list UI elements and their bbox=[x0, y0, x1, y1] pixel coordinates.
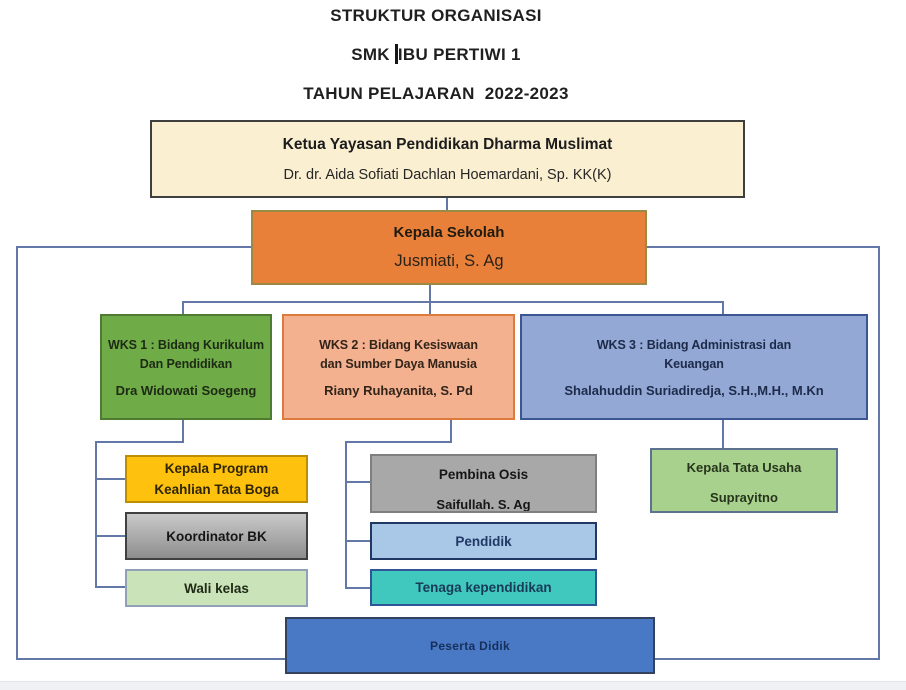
connector-bottom-left bbox=[16, 658, 285, 660]
connector-left-horizontal bbox=[16, 246, 251, 248]
connector-col2-trunk bbox=[345, 441, 347, 589]
connector-distribution bbox=[182, 301, 724, 303]
admin-head-name: Suprayitno bbox=[710, 489, 778, 505]
wks1-node: WKS 1 : Bidang Kurikulum Dan Pendidikan … bbox=[100, 314, 272, 420]
program-head-line1: Kepala Program bbox=[164, 461, 269, 476]
connector-bottom-right bbox=[655, 658, 880, 660]
connector-right-outer-vertical bbox=[878, 246, 880, 660]
page-title-line2-part1: SMK bbox=[351, 45, 390, 64]
osis-advisor-name: Saifullah. S. Ag bbox=[436, 497, 531, 512]
connector-foundation-principal bbox=[446, 198, 448, 210]
connector-col2-stub1 bbox=[345, 481, 370, 483]
educator-label: Pendidik bbox=[455, 533, 512, 549]
homeroom-label: Wali kelas bbox=[184, 580, 249, 596]
wks3-title-line2: Keuangan bbox=[664, 357, 724, 371]
wks2-title-line1: WKS 2 : Bidang Kesiswaan bbox=[319, 338, 478, 352]
admin-head-node: Kepala Tata Usaha Suprayitno bbox=[650, 448, 838, 513]
wks3-name: Shalahuddin Suriadiredja, S.H.,M.H., M.K… bbox=[564, 383, 824, 398]
wks3-title-line1: WKS 3 : Bidang Administrasi dan bbox=[596, 338, 792, 352]
page-title-line2-part2: IBU PERTIWI 1 bbox=[397, 45, 521, 64]
bottom-strip bbox=[0, 681, 906, 690]
bk-coordinator-node: Koordinator BK bbox=[125, 512, 308, 560]
connector-wks3-drop bbox=[722, 301, 724, 314]
connector-wks3-bottom bbox=[722, 420, 724, 448]
students-node: Peserta Didik bbox=[285, 617, 655, 674]
wks2-title-line2: dan Sumber Daya Manusia bbox=[320, 357, 477, 371]
principal-title: Kepala Sekolah bbox=[393, 224, 505, 241]
connector-principal-drop bbox=[429, 285, 431, 314]
wks1-name: Dra Widowati Soegeng bbox=[115, 383, 257, 398]
connector-left-outer-vertical bbox=[16, 246, 18, 660]
connector-col1-top bbox=[95, 441, 184, 443]
connector-col2-stub3 bbox=[345, 587, 370, 589]
wks2-node: WKS 2 : Bidang Kesiswaan dan Sumber Daya… bbox=[282, 314, 515, 420]
principal-name: Jusmiati, S. Ag bbox=[394, 252, 504, 270]
connector-wks2-bottom bbox=[450, 420, 452, 442]
text-cursor bbox=[394, 44, 398, 64]
students-label: Peserta Didik bbox=[430, 638, 510, 653]
program-head-node: Kepala Program Keahlian Tata Boga bbox=[125, 455, 308, 503]
bk-coordinator-label: Koordinator BK bbox=[166, 528, 267, 544]
osis-advisor-title: Pembina Osis bbox=[438, 467, 529, 482]
connector-col1-stub2 bbox=[95, 535, 125, 537]
edu-staff-label: Tenaga kependidikan bbox=[415, 580, 552, 595]
connector-col1-stub1 bbox=[95, 478, 125, 480]
connector-wks1-bottom bbox=[182, 420, 184, 442]
wks3-node: WKS 3 : Bidang Administrasi dan Keuangan… bbox=[520, 314, 868, 420]
admin-head-title: Kepala Tata Usaha bbox=[686, 459, 802, 475]
connector-right-horizontal bbox=[647, 246, 880, 248]
educator-node: Pendidik bbox=[370, 522, 597, 560]
page-title-line3: TAHUN PELAJARAN 2022-2023 bbox=[303, 84, 569, 103]
principal-node: Kepala Sekolah Jusmiati, S. Ag bbox=[251, 210, 647, 285]
wks1-title-line2: Dan Pendidikan bbox=[139, 357, 233, 371]
foundation-name: Dr. dr. Aida Sofiati Dachlan Hoemardani,… bbox=[283, 166, 612, 183]
program-head-line2: Keahlian Tata Boga bbox=[154, 482, 279, 497]
edu-staff-node: Tenaga kependidikan bbox=[370, 569, 597, 606]
wks2-name: Riany Ruhayanita, S. Pd bbox=[324, 383, 473, 398]
page-title-line2: SMK IBU PERTIWI 1 bbox=[0, 44, 872, 65]
connector-col1-stub3 bbox=[95, 586, 125, 588]
connector-col1-trunk bbox=[95, 441, 97, 587]
wks1-title-line1: WKS 1 : Bidang Kurikulum bbox=[108, 338, 264, 352]
connector-col2-stub2 bbox=[345, 540, 370, 542]
connector-col2-top bbox=[345, 441, 452, 443]
connector-wks1-drop bbox=[182, 301, 184, 314]
page-title-line1: STRUKTUR ORGANISASI bbox=[330, 6, 542, 25]
foundation-title: Ketua Yayasan Pendidikan Dharma Muslimat bbox=[282, 135, 613, 153]
osis-advisor-node: Pembina Osis Saifullah. S. Ag bbox=[370, 454, 597, 513]
foundation-head-node: Ketua Yayasan Pendidikan Dharma Muslimat… bbox=[150, 120, 745, 198]
homeroom-node: Wali kelas bbox=[125, 569, 308, 607]
